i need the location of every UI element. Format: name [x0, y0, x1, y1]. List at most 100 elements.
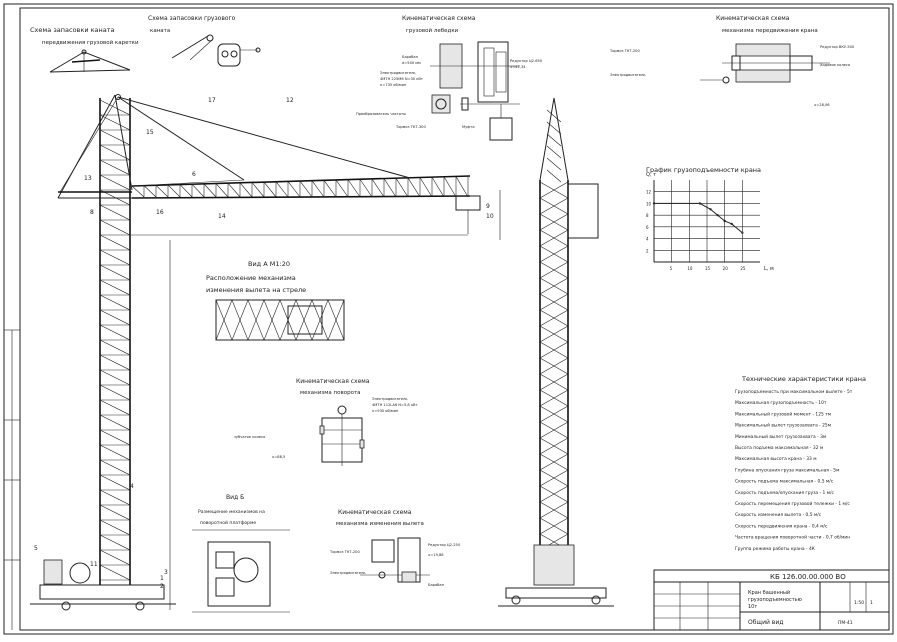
spec-line: Максимальный грузовой момент - 125 тм	[735, 410, 831, 417]
winch-drum-d: d=500 мм	[402, 61, 421, 65]
spec-line: Максимальный вылет грузозахвата - 25м	[735, 422, 831, 429]
title-name-1: Кран башенный	[748, 589, 790, 596]
capacity-point	[716, 213, 719, 217]
hoist-winch-scheme: Кинематическая схема грузовой лебедки Ба…	[356, 15, 543, 141]
rotate-motor-label: Электродвигатель	[372, 397, 408, 401]
winch-reducer-u: u=41,34	[510, 65, 526, 69]
winch-reducer-label: Редуктор Ц2-650	[510, 59, 543, 63]
title-name-3: 10т	[748, 604, 757, 610]
view-b-title: Вид Б	[226, 494, 244, 501]
slew-motor-label: Электродвигатель	[610, 73, 646, 77]
rotate-scheme-subtitle: механизма поворота	[300, 390, 361, 396]
callout-6: 6	[192, 171, 196, 178]
rotate-motor-rpm: n=930 об/мин	[372, 409, 399, 413]
slew-reducer-label: Редуктор ВКУ-500	[820, 45, 855, 49]
winch-scheme-subtitle: грузовой лебедки	[406, 27, 459, 34]
rotate-u-label: u=88,5	[272, 455, 285, 459]
chart-y-tick: 8	[646, 213, 649, 218]
chart-x-tick: 10	[687, 266, 693, 271]
chart-y-tick: 2	[646, 248, 649, 253]
view-a-title: Вид А М1:20	[248, 260, 290, 268]
hook-reeving-scheme: Схема запасовки грузового каната	[148, 15, 261, 67]
winch-motor-rpm: n=735 об/мин	[380, 83, 407, 87]
title-name-2: грузоподъемностью	[748, 597, 802, 603]
hook-scheme-subtitle: каната	[150, 28, 170, 34]
chart-x-tick: 15	[705, 266, 711, 271]
callout-1: 1	[160, 575, 164, 582]
view-b-platform: Вид Б Размещение механизмов на поворотно…	[192, 494, 290, 613]
chart-x-tick: 5	[670, 266, 673, 271]
crane-side-view	[498, 97, 614, 607]
callout-16: 16	[156, 209, 164, 216]
spec-line: Группа режима работы крана - 4К	[735, 545, 816, 552]
reach-brake-label: Тормоз ТКТ-200	[329, 550, 360, 554]
callout-2: 2	[160, 583, 164, 590]
winch-scheme-title: Кинематическая схема	[402, 15, 476, 22]
travel-mechanism-scheme: Кинематическая схема механизма передвиже…	[609, 15, 855, 107]
winch-motor-spec: 4МТН 225М6 N=30 кВт	[380, 77, 423, 81]
chart-x-tick: 20	[723, 266, 729, 271]
hook-scheme-title: Схема запасовки грузового	[148, 15, 236, 22]
chart-title: График грузоподъемности крана	[646, 166, 761, 174]
title-drawing-type: Общий вид	[748, 619, 783, 626]
spec-line: Скорость подъема максимальная - 0,5 м/с	[735, 479, 834, 485]
callout-8: 8	[90, 209, 94, 216]
view-b-subtitle-2: поворотной платформе	[200, 519, 256, 526]
rope-reeving-scheme: Схема запасовки каната передвижения груз…	[30, 26, 139, 73]
spec-line: Скорость перемещения грузовой тележки - …	[735, 500, 850, 507]
rotation-mechanism-scheme: Кинематическая схема механизма поворота …	[234, 378, 418, 466]
chart-x-label: L, м	[764, 266, 774, 272]
crane-main-view	[30, 94, 501, 611]
capacity-curve	[654, 202, 743, 234]
title-code: КБ 126.00.00.000 ВО	[770, 573, 846, 581]
chart-y-tick: 12	[646, 190, 652, 195]
spec-line: Максимальная грузоподъемность - 10т	[735, 400, 827, 406]
title-scale: 1:50	[854, 600, 864, 606]
reach-reducer-label: Редуктор Ц2-250	[428, 543, 461, 547]
spec-line: Высота подъема максимальная - 32 м	[735, 445, 823, 451]
callout-17a: 17	[208, 97, 216, 104]
view-b-subtitle: Размещение механизмов на	[198, 509, 265, 515]
spec-line: Скорость подъема/опускания груза - 1 м/с	[735, 490, 834, 496]
chart-y-tick: 6	[646, 225, 649, 230]
callout-12a: 12	[286, 97, 294, 104]
callout-4: 4	[130, 483, 134, 490]
callout-10: 10	[486, 213, 494, 220]
technical-specifications: Технические характеристики крана Грузопо…	[735, 375, 866, 552]
rope-scheme-title: Схема запасовки каната	[30, 26, 115, 34]
winch-motor-label: Электродвигатель	[380, 71, 416, 75]
slew-scheme-subtitle: механизма передвижения крана	[722, 28, 818, 34]
capacity-point	[741, 231, 744, 234]
slew-u-label: u=28,06	[814, 103, 830, 107]
chart-y-tick: 4	[646, 237, 649, 242]
title-sheet: 1	[870, 600, 873, 606]
reach-scheme-subtitle: механизма изменения вылета	[336, 521, 424, 527]
spec-line: Скорость передвижения крана - 0,4 м/с	[735, 523, 828, 529]
winch-brake-label: Тормоз ТКТ-300	[395, 125, 426, 129]
chart-y-label: Q, т	[646, 172, 656, 178]
rope-scheme-subtitle: передвижения грузовой каретки	[42, 39, 139, 46]
spec-line: Грузоподъемность при максимальном вылете…	[735, 389, 853, 395]
callout-11: 11	[90, 561, 98, 568]
reach-mechanism-scheme: Кинематическая схема механизма изменения…	[329, 509, 461, 587]
reach-scheme-title: Кинематическая схема	[338, 509, 412, 516]
spec-line: Частота вращения поворотной части - 0,7 …	[735, 534, 850, 541]
view-a-subtitle-2: изменения вылета на стреле	[206, 286, 306, 294]
specs-title: Технические характеристики крана	[741, 375, 866, 383]
chart-y-tick: 10	[646, 201, 652, 206]
rotate-motor-spec: 4МТН 112LA6 N=5,8 кВт	[372, 403, 418, 407]
title-group: ПМ-41	[838, 620, 853, 626]
rotate-scheme-title: Кинематическая схема	[296, 378, 370, 385]
winch-drum-label: Барабан	[402, 55, 419, 59]
winch-coupling-label: Муфта	[462, 125, 475, 129]
spec-line: Скорость изменения вылета - 0,5 м/с	[735, 512, 822, 518]
chart-x-tick: 25	[740, 266, 746, 271]
callout-3: 3	[164, 569, 168, 576]
callout-15: 15	[146, 129, 154, 136]
spec-line: Глубина опускания груза максимальная - 5…	[735, 466, 839, 473]
title-block: КБ 126.00.00.000 ВО Кран башенный грузоп…	[653, 569, 890, 631]
sheet-inner-frame	[19, 7, 890, 631]
slew-scheme-title: Кинематическая схема	[716, 15, 790, 22]
